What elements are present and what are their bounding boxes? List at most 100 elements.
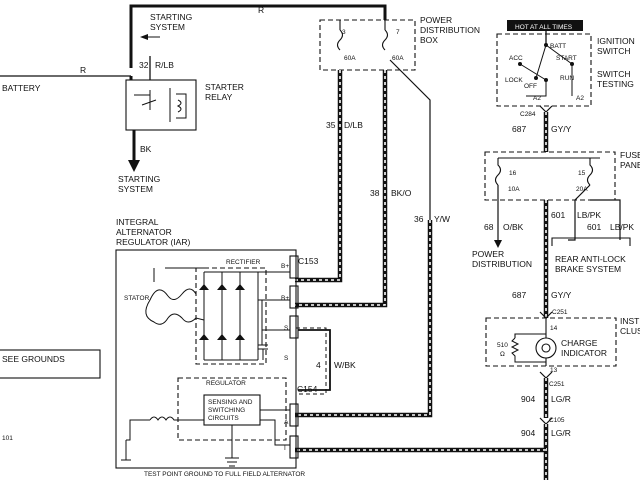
- label-regulator: REGULATOR: [206, 380, 246, 387]
- label-a2-2: A2: [576, 95, 584, 102]
- label-c153: C153: [298, 256, 319, 266]
- battery-feed-wires: [0, 4, 387, 77]
- label-c284: C284: [520, 111, 536, 118]
- label-wire-bko: BK/O: [391, 188, 412, 198]
- label-switch-testing-2: TESTING: [597, 79, 634, 89]
- label-instrument: INSTRUMENT: [620, 316, 640, 326]
- power-distribution-box: [319, 19, 416, 71]
- label-power-dist-box: POWER: [420, 15, 452, 25]
- instrument-cluster: [485, 317, 617, 379]
- see-grounds-box: [0, 349, 101, 379]
- label-term-s: S: [284, 325, 289, 332]
- label-starting-system-bot: STARTING: [118, 174, 160, 184]
- label-c105: C105: [549, 417, 565, 424]
- label-wire-687-top: 687: [512, 124, 526, 134]
- label-power-dist-box-2: DISTRIBUTION: [420, 25, 480, 35]
- label-wire-wbk: W/BK: [334, 360, 356, 370]
- label-wire-4: 4: [316, 360, 321, 370]
- fuse-panel: [484, 151, 631, 248]
- integral-alternator-regulator: [115, 249, 299, 469]
- label-wire-904-1: 904: [521, 394, 535, 404]
- label-res-510: 510: [497, 342, 508, 349]
- label-fuse-20a: 20A: [576, 186, 588, 193]
- wire-904: [295, 378, 553, 480]
- label-test-point: TEST POINT GROUND TO FULL FIELD ALTERNAT…: [144, 471, 305, 478]
- label-fuse-3: 3: [342, 29, 346, 36]
- label-wire-r-left: R: [80, 65, 86, 75]
- starter-relay: [125, 56, 197, 172]
- label-ignition-switch: IGNITION: [597, 36, 635, 46]
- label-acc: ACC: [509, 55, 523, 62]
- label-power-dist-box-3: BOX: [420, 35, 438, 45]
- label-fuse-60a-1: 60A: [344, 55, 356, 62]
- label-term-a: A: [284, 419, 289, 426]
- label-switch-testing: SWITCH: [597, 69, 631, 79]
- label-sensing: SENSING AND: [208, 399, 253, 406]
- label-term-b1: B+: [281, 263, 289, 270]
- label-pin-13: 13: [550, 367, 558, 374]
- label-term-s2: S: [284, 355, 289, 362]
- label-c154: C154: [297, 384, 318, 394]
- label-iar-2: ALTERNATOR: [116, 227, 172, 237]
- label-a2-1: A2: [533, 95, 541, 102]
- label-pin-14: 14: [550, 325, 558, 332]
- label-wire-rlb: R/LB: [155, 60, 174, 70]
- label-wire-68: 68: [484, 222, 494, 232]
- label-wire-yw: Y/W: [434, 214, 450, 224]
- label-batt: BATT: [550, 43, 566, 50]
- label-wire-lbpk-2: LB/PK: [610, 222, 634, 232]
- label-lock: LOCK: [505, 77, 523, 84]
- label-fuse-panel-2: PANEL: [620, 160, 640, 170]
- label-wire-601-1: 601: [551, 210, 565, 220]
- wire-4-loop: [296, 327, 331, 395]
- label-wire-32: 32: [139, 60, 149, 70]
- label-off: OFF: [524, 83, 537, 90]
- label-ref-101: 101: [2, 435, 13, 442]
- label-power-distribution: POWER: [472, 249, 504, 259]
- label-starter-relay-2: RELAY: [205, 92, 233, 102]
- label-wire-bk: BK: [140, 144, 152, 154]
- label-iar-3: REGULATOR (IAR): [116, 237, 190, 247]
- label-instrument-2: CLUSTER: [620, 326, 640, 336]
- label-wire-38: 38: [370, 188, 380, 198]
- label-fuse-16: 16: [509, 170, 517, 177]
- label-charge-2: INDICATOR: [561, 348, 607, 358]
- label-starting-system-bot-2: SYSTEM: [118, 184, 153, 194]
- label-battery: BATTERY: [2, 83, 41, 93]
- label-starting-system-top: STARTING: [150, 12, 192, 22]
- label-power-distribution-2: DISTRIBUTION: [472, 259, 532, 269]
- label-starter-relay: STARTER: [205, 82, 244, 92]
- label-starting-system-top-2: SYSTEM: [150, 22, 185, 32]
- label-sensing-2: SWITCHING: [208, 407, 245, 414]
- label-rear-antilock: REAR ANTI-LOCK: [555, 254, 626, 264]
- c284-connector: [539, 105, 553, 152]
- label-fuse-panel: FUSE: [620, 150, 640, 160]
- label-wire-601-2: 601: [587, 222, 601, 232]
- label-start: START: [556, 55, 577, 62]
- label-rear-antilock-2: BRAKE SYSTEM: [555, 264, 621, 274]
- label-stator: STATOR: [124, 295, 150, 302]
- label-wire-obk: O/BK: [503, 222, 524, 232]
- label-term-i: I: [284, 445, 286, 452]
- label-run: RUN: [560, 75, 574, 82]
- label-wire-r-top: R: [258, 5, 264, 15]
- label-iar: INTEGRAL: [116, 217, 159, 227]
- label-wire-904-2: 904: [521, 428, 535, 438]
- label-fuse-10a: 10A: [508, 186, 520, 193]
- label-wire-dlb: D/LB: [344, 120, 363, 130]
- label-wire-lgr-2: LG/R: [551, 428, 571, 438]
- label-hot-at-all-times: HOT AT ALL TIMES: [515, 24, 573, 31]
- label-see-grounds: SEE GROUNDS: [2, 354, 65, 364]
- label-c251-bot: C251: [549, 381, 565, 388]
- label-wire-35: 35: [326, 120, 336, 130]
- label-wire-687-mid: 687: [512, 290, 526, 300]
- label-wire-gyy-top: GY/Y: [551, 124, 572, 134]
- label-charge: CHARGE: [561, 338, 598, 348]
- label-sensing-3: CIRCUITS: [208, 415, 239, 422]
- label-fuse-60a-2: 60A: [392, 55, 404, 62]
- ignition-switch: [496, 20, 592, 107]
- label-fuse-7: 7: [396, 29, 400, 36]
- label-wire-lgr-1: LG/R: [551, 394, 571, 404]
